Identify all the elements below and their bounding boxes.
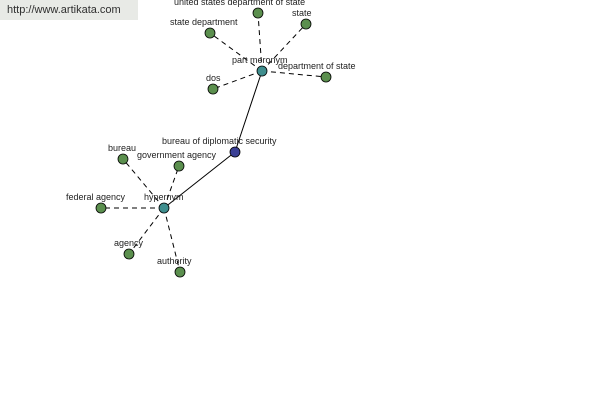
- node-label-state[interactable]: state: [292, 8, 312, 18]
- node-agency[interactable]: [123, 248, 135, 260]
- nodes-layer: [95, 7, 332, 278]
- edge-hypernym-to-bureau: [122, 158, 165, 209]
- node-state[interactable]: [300, 18, 312, 30]
- node-label-center[interactable]: bureau of diplomatic security: [162, 136, 277, 146]
- node-department-of-state[interactable]: [320, 71, 332, 83]
- node-bureau[interactable]: [117, 153, 129, 165]
- node-government-agency[interactable]: [173, 160, 185, 172]
- source-url-label[interactable]: http://www.artikata.com: [0, 0, 138, 20]
- edge-center-to-part-meronym: [234, 70, 263, 153]
- labels-layer: bureau of diplomatic security part merony…: [66, 0, 356, 266]
- edge-part-meronym-to-department-of-state: [261, 70, 327, 78]
- edge-part-meronym-to-united-states-department-of-state: [257, 12, 263, 72]
- node-state-department[interactable]: [204, 27, 216, 39]
- node-label-part-meronym[interactable]: part meronym: [232, 55, 288, 65]
- node-label-authority[interactable]: authority: [157, 256, 192, 266]
- edges-layer: [101, 12, 327, 273]
- node-label-state-department[interactable]: state department: [170, 17, 238, 27]
- node-label-dos[interactable]: dos: [206, 73, 221, 83]
- edge-hypernym-to-government-agency: [163, 165, 180, 209]
- node-hypernym[interactable]: [158, 202, 170, 214]
- node-dos[interactable]: [207, 83, 219, 95]
- node-label-united-states-department-of-state[interactable]: united states department of state: [174, 0, 305, 7]
- node-united-states-department-of-state[interactable]: [252, 7, 264, 19]
- edge-hypernym-to-agency: [128, 207, 165, 255]
- node-label-department-of-state[interactable]: department of state: [278, 61, 356, 71]
- node-label-agency[interactable]: agency: [114, 238, 144, 248]
- node-label-bureau[interactable]: bureau: [108, 143, 136, 153]
- node-label-hypernym[interactable]: hypernym: [144, 192, 184, 202]
- node-part-meronym[interactable]: [256, 65, 268, 77]
- node-authority[interactable]: [174, 266, 186, 278]
- edge-center-to-hypernym: [163, 151, 236, 209]
- node-label-federal-agency[interactable]: federal agency: [66, 192, 126, 202]
- node-center[interactable]: [229, 146, 241, 158]
- edge-hypernym-to-authority: [163, 207, 181, 273]
- edge-part-meronym-to-state: [261, 23, 307, 72]
- node-federal-agency[interactable]: [95, 202, 107, 214]
- node-label-government-agency[interactable]: government agency: [137, 150, 217, 160]
- edge-part-meronym-to-state-department: [209, 32, 263, 72]
